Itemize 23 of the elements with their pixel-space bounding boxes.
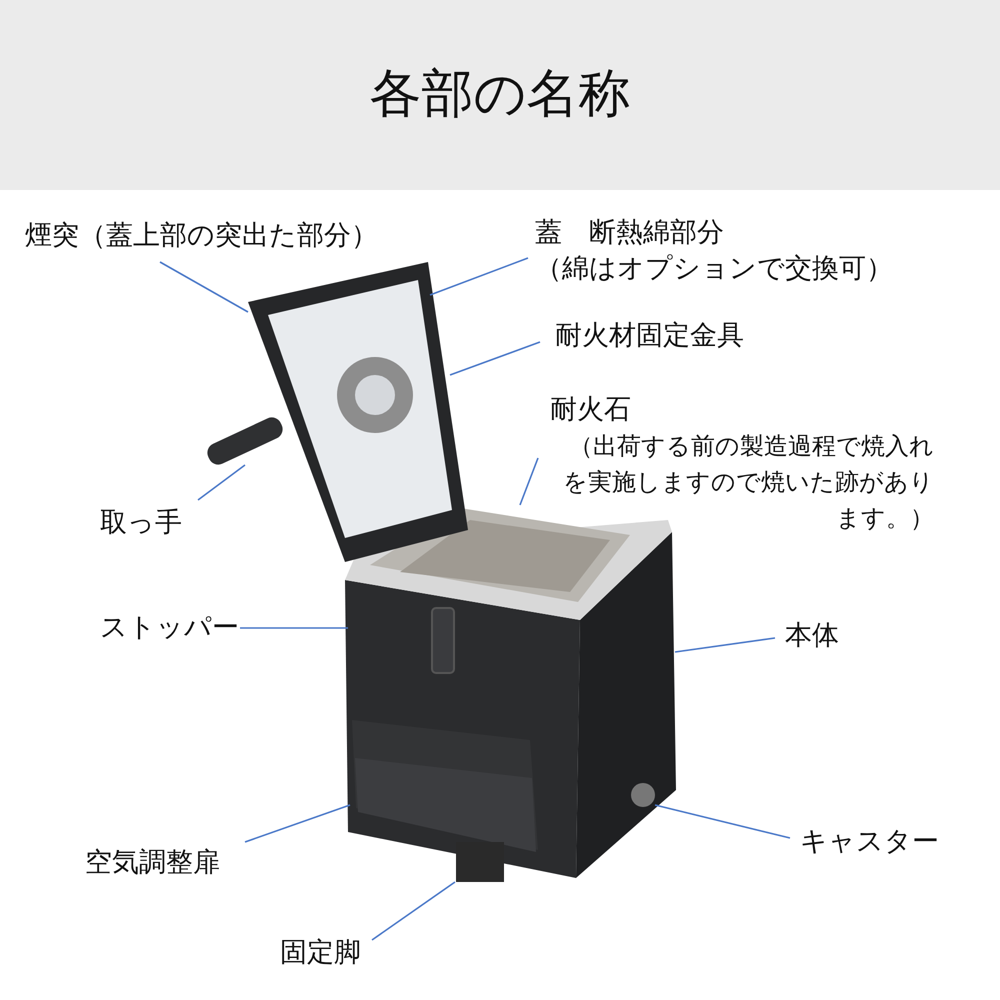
part-note: （出荷する前の製造過程で焼入れを実施しますので焼いた跡があります。） xyxy=(562,431,934,534)
part-label: 煙突（蓋上部の突出た部分） xyxy=(25,218,378,254)
leader-line xyxy=(674,637,776,653)
leader-line xyxy=(198,464,246,501)
leader-line xyxy=(240,627,348,629)
part-label: 蓋 断熱綿部分 xyxy=(535,216,725,250)
part-note: （綿はオプションで交換可） xyxy=(535,252,893,286)
part-label: ストッパー xyxy=(100,610,239,646)
part-label: キャスター xyxy=(800,824,939,860)
part-label: 取っ手 xyxy=(100,505,182,541)
part-label: 耐火材固定金具 xyxy=(555,318,744,354)
leader-line xyxy=(372,881,456,941)
part-label: 空気調整扉 xyxy=(85,845,220,881)
leader-line xyxy=(244,804,350,843)
leader-line xyxy=(160,261,248,313)
leader-line xyxy=(654,804,790,839)
leader-line xyxy=(519,458,539,506)
title: 各部の名称 xyxy=(368,63,632,126)
leader-line xyxy=(430,257,528,296)
part-label: 固定脚 xyxy=(280,935,361,971)
part-label: 耐火石 xyxy=(550,393,632,427)
part-label: 本体 xyxy=(785,618,839,654)
leader-line xyxy=(450,341,540,376)
